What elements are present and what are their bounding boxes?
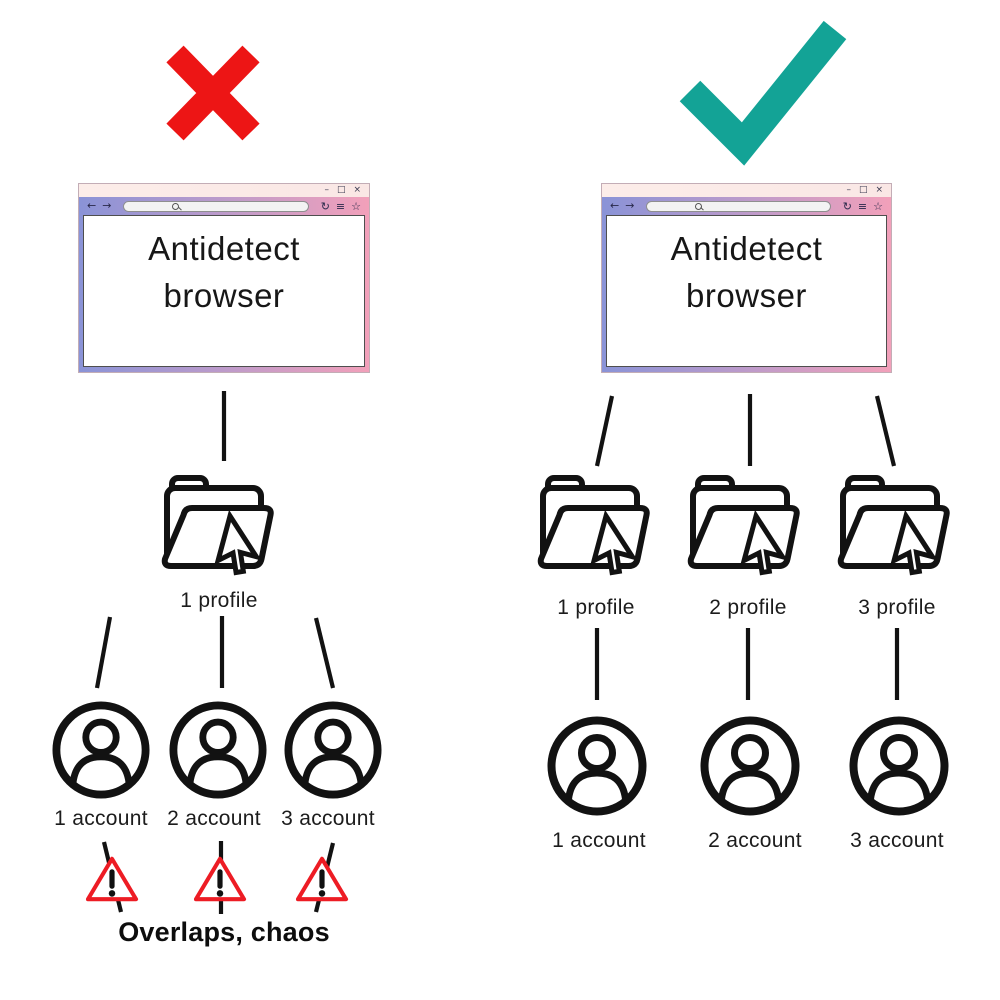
connector-line <box>313 617 336 689</box>
menu-icon: ≡ <box>335 199 346 213</box>
search-icon <box>694 202 702 210</box>
minimize-icon: – <box>324 185 329 195</box>
close-icon: × <box>875 185 883 195</box>
user-circle-icon <box>700 716 800 816</box>
warning-triangle-icon <box>193 856 247 902</box>
browser-titlebar: – □ × <box>79 184 369 197</box>
folder-with-cursor-icon <box>687 475 800 576</box>
back-icon: ← <box>610 199 620 212</box>
folder-with-cursor-icon <box>537 475 650 576</box>
browser-toolbar: ← → ↻ ≡ ☆ <box>79 197 369 215</box>
minimize-icon: – <box>846 185 851 195</box>
reload-icon: ↻ <box>320 199 330 213</box>
account-label: 2 account <box>708 829 802 852</box>
search-icon <box>172 202 180 210</box>
user-circle-icon <box>52 701 150 799</box>
browser-toolbar: ← → ↻ ≡ ☆ <box>602 197 891 215</box>
folder-with-cursor-icon <box>837 475 950 576</box>
account-label: 3 account <box>281 807 375 830</box>
profile-label: 2 profile <box>709 596 787 619</box>
caption-overlaps-chaos: Overlaps, chaos <box>118 917 330 947</box>
browser-titlebar: – □ × <box>602 184 891 197</box>
profile-label: 1 profile <box>180 589 258 612</box>
warning-triangle-icon <box>295 856 349 902</box>
user-circle-icon <box>849 716 949 816</box>
close-icon: × <box>353 185 361 195</box>
account-label: 1 account <box>552 829 646 852</box>
profile-label: 1 profile <box>557 596 635 619</box>
cursor-icon <box>890 509 938 576</box>
connector-line <box>874 395 897 467</box>
browser-frame: Antidetect browser <box>602 215 891 372</box>
connector-line <box>594 395 615 467</box>
account-label: 3 account <box>850 829 944 852</box>
browser-content: Antidetect browser <box>83 215 365 367</box>
maximize-icon: □ <box>858 185 868 195</box>
menu-icon: ≡ <box>857 199 868 213</box>
back-icon: ← <box>87 199 97 212</box>
cursor-icon <box>590 509 638 576</box>
cursor-icon <box>740 509 788 576</box>
browser-title: Antidetect browser <box>670 230 823 314</box>
maximize-icon: □ <box>336 185 346 195</box>
browser-title: Antidetect browser <box>148 230 300 314</box>
profile-label: 3 profile <box>858 596 936 619</box>
account-label: 1 account <box>54 807 148 830</box>
user-circle-icon <box>547 716 647 816</box>
bookmark-icon: ☆ <box>351 199 361 213</box>
check-icon <box>679 20 847 166</box>
user-circle-icon <box>284 701 382 799</box>
browser-frame: Antidetect browser <box>79 215 369 372</box>
bookmark-icon: ☆ <box>873 199 883 213</box>
url-bar <box>123 200 309 212</box>
url-bar <box>646 200 831 212</box>
forward-icon: → <box>625 199 635 212</box>
browser-content: Antidetect browser <box>606 215 887 367</box>
browser-window-left: – □ × ← → ↻ ≡ ☆ Antidetect browser <box>78 183 370 373</box>
cursor-icon <box>214 509 262 576</box>
reload-icon: ↻ <box>842 199 852 213</box>
connector-line <box>94 616 113 689</box>
forward-icon: → <box>102 199 112 212</box>
cross-icon <box>166 45 260 141</box>
folder-with-cursor-icon <box>161 475 274 576</box>
warning-triangle-icon <box>85 856 139 902</box>
browser-window-right: – □ × ← → ↻ ≡ ☆ Antidetect browser <box>601 183 892 373</box>
user-circle-icon <box>169 701 267 799</box>
account-label: 2 account <box>167 807 261 830</box>
